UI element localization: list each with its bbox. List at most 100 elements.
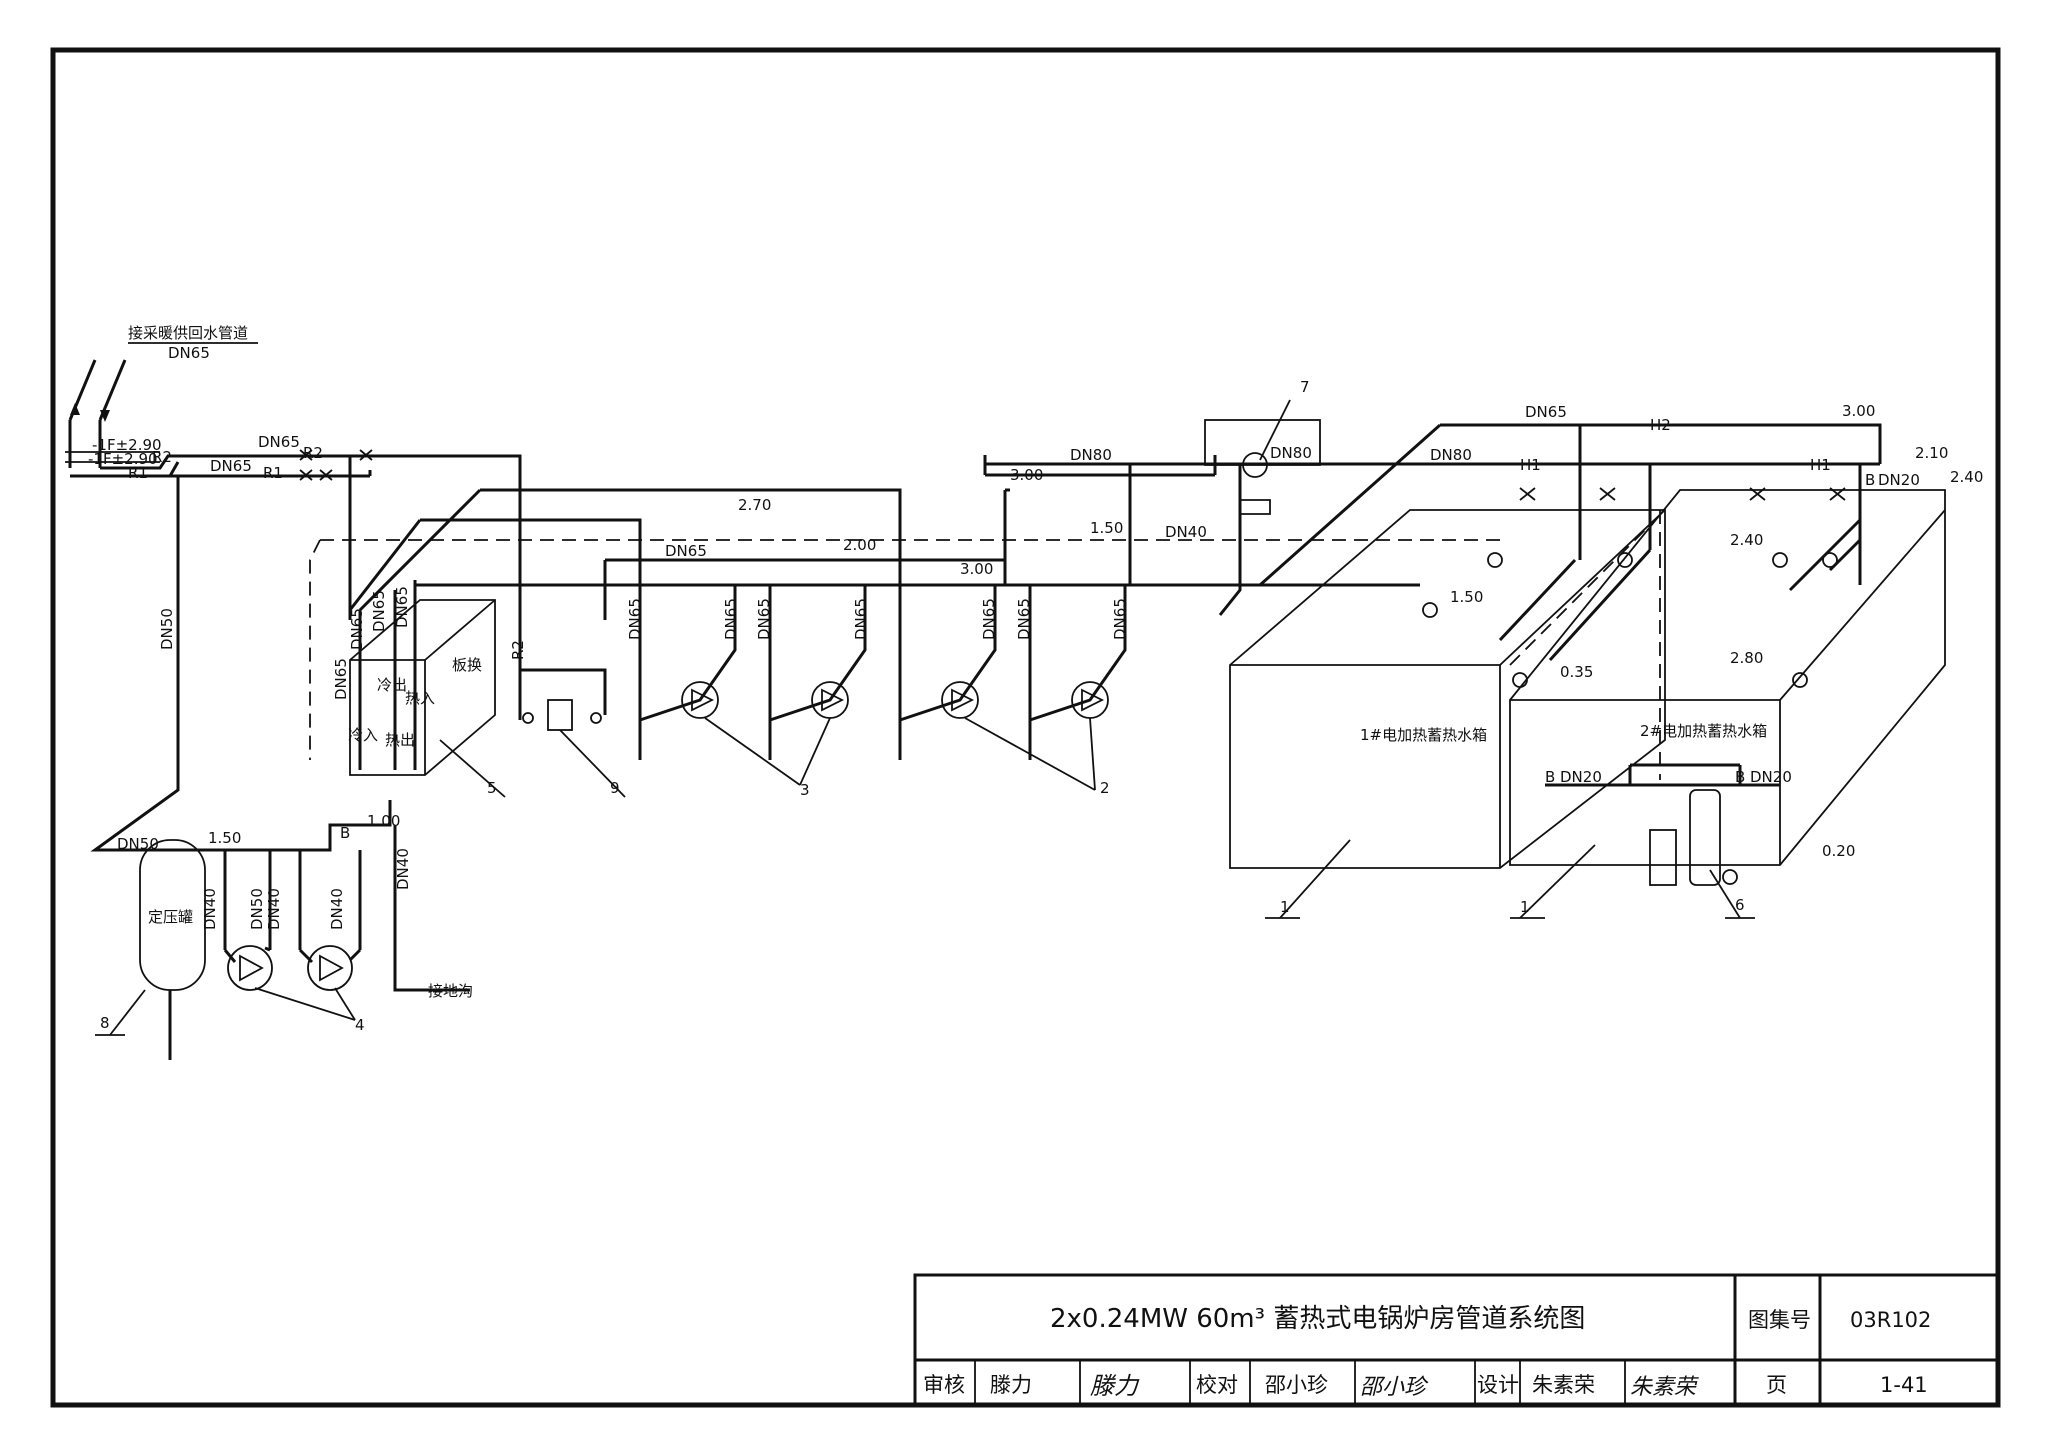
dn80-a: DN80 [1070,446,1112,464]
elev-035: 0.35 [1560,663,1593,681]
reviewer-name: 滕力 [990,1373,1032,1397]
callout-1a: 1 [1280,898,1290,916]
dn40-p2: DN40 [265,888,283,930]
elev-150-a: 1.50 [1090,519,1123,537]
elev-240-a: 2.40 [1950,468,1983,486]
hx-label: 板换 [452,656,482,674]
callout-6: 6 [1735,896,1745,914]
r2-label-b: R2 [303,444,323,462]
tank-2-label: 2#电加热蓄热水箱 [1640,722,1767,740]
callout-7: 8 [100,1014,110,1032]
reviewer-signature: 滕力 [1090,1372,1140,1400]
design-label: 设计 [1477,1373,1519,1397]
review-label: 审核 [923,1373,965,1397]
pump-branch-1 [638,585,737,760]
heating-connection-dn: DN65 [168,344,210,362]
dn50-p2: DN50 [248,888,266,930]
branch-dn65-3: DN65 [755,598,773,640]
dn20-a: DN20 [1878,471,1920,489]
elev-270: 2.70 [738,496,771,514]
hx-cold-out: 冷出 [377,676,407,694]
hx-hot-out: 热出 [385,731,415,749]
elev-200: 2.00 [843,536,876,554]
elev-150-b: 1.50 [1450,588,1483,606]
dn65-h2: DN65 [1525,403,1567,421]
plate-heat-exchanger [309,539,1500,776]
designer-signature: 朱素荣 [1630,1375,1699,1400]
storage-tank-2 [1509,489,1946,866]
pump-branch-2 [768,585,867,760]
callout-3: 3 [800,781,810,799]
water-softener-6 [1545,763,1780,886]
page-number: 1-41 [1880,1373,1928,1397]
level-mark-1: -1F±2.90 [92,436,162,454]
hx-cold-in: 冷入 [348,726,378,744]
dn40-p1: DN40 [201,888,219,930]
hx-dn65-1: DN65 [348,608,366,650]
callout-4: 4 [355,1016,365,1034]
pressure-tank-label: 定压罐 [148,908,193,926]
pump-group [638,585,1127,760]
tank-1-label: 1#电加热蓄热水箱 [1360,726,1487,744]
elev-300-c: 3.00 [960,560,993,578]
makeup-pumps [170,800,470,992]
elev-240-b: 2.40 [1730,531,1763,549]
branch-dn65-7: DN65 [1111,598,1129,640]
branch-dn65-5: DN65 [980,598,998,640]
level-mark-2: -1F±2.90 [88,450,158,468]
callout-1b: 1 [1520,898,1530,916]
hx-hot-in: 热入 [405,689,435,707]
r1-label-b: R1 [263,464,283,482]
dn20-c: DN20 [1750,768,1792,786]
r2-label: R2 [152,448,172,466]
callout-5: 5 [487,779,497,797]
elev-280: 2.80 [1730,649,1763,667]
hx-dn65-4: DN65 [332,658,350,700]
hx-dn65-2: DN65 [370,590,388,632]
b-label-c: B [1735,768,1745,786]
designer-name: 朱素荣 [1532,1373,1595,1397]
branch-dn65-4: DN65 [852,598,870,640]
r2-label-c: R2 [509,640,527,660]
dn20-b: DN20 [1560,768,1602,786]
dn80-c: DN80 [1430,446,1472,464]
branch-dn65-1: DN65 [626,598,644,640]
elev-210: 2.10 [1915,444,1948,462]
hx-dn65-3: DN65 [393,586,411,628]
pump-branch-3 [898,585,997,760]
callout-8: 7 [1300,378,1310,396]
heating-connection [65,342,258,468]
h1-label-b: H1 [1810,456,1831,474]
dn50-p: DN50 [117,835,159,853]
callout-2: 2 [1100,779,1110,797]
check-label: 校对 [1196,1373,1238,1397]
callout-9: 9 [610,779,620,797]
elev-150-c: 1.50 [208,829,241,847]
dn40-p3: DN40 [328,888,346,930]
dn40-label: DN40 [1165,523,1207,541]
h1-label-a: H1 [1520,456,1541,474]
dn80-b: DN80 [1270,444,1312,462]
checker-signature: 邵小珍 [1360,1375,1429,1400]
branch-dn65-6: DN65 [1015,598,1033,640]
tank-piping [1422,464,1862,688]
drain-note: 接地沟 [428,982,473,1000]
r1-label: R1 [128,464,148,482]
branch-dn65-2: DN65 [722,598,740,640]
elev-300-b: 3.00 [1842,402,1875,420]
h2-label: H2 [1650,416,1671,434]
main-r-lines [70,449,522,720]
atlas-label: 图集号 [1748,1308,1811,1332]
dn50-riser-label: DN50 [158,608,176,650]
dn40-p4: DN40 [394,848,412,890]
dirt-separator-9 [518,668,607,731]
pressure-tank-7 [139,839,206,1060]
checker-name: 邵小珍 [1265,1373,1328,1397]
page-label: 页 [1766,1373,1787,1397]
atlas-number: 03R102 [1850,1308,1931,1332]
title-block [913,1273,2000,1407]
b-label-d: B [340,824,350,842]
b-label-a: B [1865,471,1875,489]
dn65-r2: DN65 [258,433,300,451]
